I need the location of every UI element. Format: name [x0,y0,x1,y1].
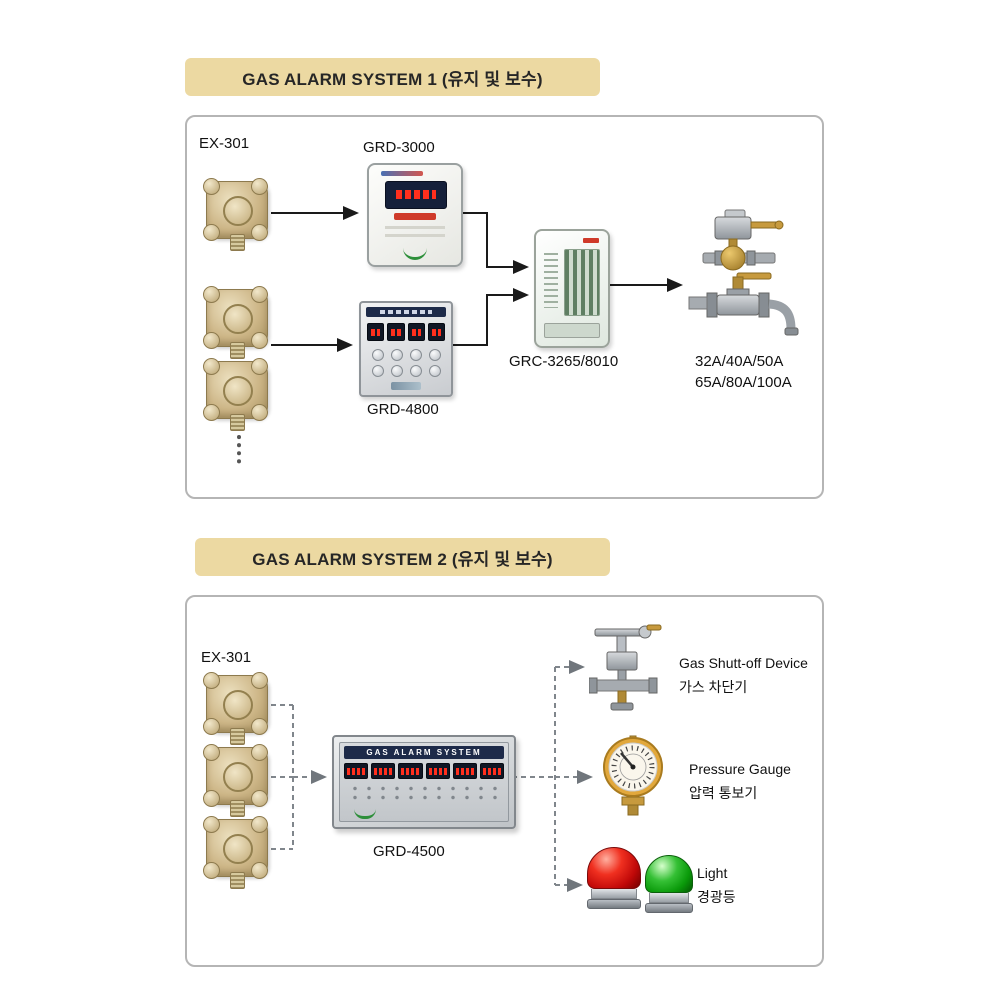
sensor-window [223,196,253,226]
shutoff-label-ko: 가스 차단기 [679,679,748,695]
bolt-icon [251,718,268,735]
valve-size-line-2: 65A/80A/100A [695,374,792,391]
sensor-window [223,304,253,334]
bolt-icon [203,224,220,241]
text-rows [544,253,558,308]
light-label-ko: 경광등 [697,889,736,905]
sensor-window [223,690,253,720]
bolt-icon [251,404,268,421]
system1-frame: EX-301 GRD-3000 [185,115,824,499]
detector-label: EX-301 [201,649,252,666]
grd3000-label: GRD-3000 [363,139,435,156]
bolt-icon [203,358,220,375]
sensor-window [223,762,253,792]
valve-size-list: 32A/40A/50A 65A/80A/100A [695,351,792,393]
beacon-flange [645,903,693,913]
red-label-strip [583,238,599,243]
led-windows [367,323,445,341]
shutoff-valves-illustration [688,209,799,336]
gauge-label-ko: 압력 통보기 [689,785,758,801]
terminal-base [544,323,600,338]
system2-title-banner: GAS ALARM SYSTEM 2 (유지 및 보수) [195,538,610,576]
grd-4800-controller [359,301,453,397]
bolt-icon [203,286,220,303]
text-rows [385,226,445,242]
detector-label: EX-301 [199,135,250,152]
threaded-fitting [230,342,245,359]
red-label-strip [394,213,436,220]
red-beacon-light [587,847,641,909]
bolt-icon [251,332,268,349]
system1-title-banner: GAS ALARM SYSTEM 1 (유지 및 보수) [185,58,600,96]
red-dome [587,847,641,889]
valve-size-line-1: 32A/40A/50A [695,353,784,370]
pressure-gauge-illustration [603,735,663,816]
shutoff-label-en: Gas Shutt-off Device [679,655,808,671]
grc-receiver-unit [534,229,610,348]
led-display [385,181,447,209]
grd-4500-panel: GAS ALARM SYSTEM [332,735,516,829]
system2-frame: EX-301 GAS ALARM SYSTEM [185,595,824,967]
bolt-icon [251,790,268,807]
gas-detector [203,672,269,745]
beacon-base [649,893,689,903]
button-grid [371,349,441,377]
grd4500-label: GRD-4500 [373,843,445,860]
bolt-icon [203,790,220,807]
bolt-icon [251,744,268,761]
bolt-icon [203,404,220,421]
button-grid [348,784,500,804]
grd-3000-controller [367,163,463,267]
grc-label: GRC-3265/8010 [509,353,619,370]
bolt-icon [203,672,220,689]
bolt-icon [251,862,268,879]
threaded-fitting [230,234,245,251]
beacon-flange [587,899,641,909]
bolt-icon [203,816,220,833]
bolt-icon [251,816,268,833]
green-logo-icon [354,809,376,819]
gas-shutoff-device-illustration [589,624,662,711]
panel-title: GAS ALARM SYSTEM [344,746,504,759]
grd4800-label: GRD-4800 [367,401,439,418]
bolt-icon [251,286,268,303]
panel-header-strip [366,307,446,317]
bolt-icon [251,672,268,689]
threaded-fitting [230,414,245,431]
gauge-label-en: Pressure Gauge [689,761,791,777]
green-beacon-light [645,855,693,913]
bolt-icon [203,862,220,879]
light-label-en: Light [697,865,728,881]
bolt-icon [251,178,268,195]
bolt-icon [203,178,220,195]
louver-vent [564,249,600,316]
system2-title: GAS ALARM SYSTEM 2 (유지 및 보수) [252,549,553,569]
beacon-lights [587,847,699,919]
green-logo-icon [403,247,427,260]
gas-detector [203,358,269,431]
gas-detector [203,744,269,817]
bolt-icon [203,718,220,735]
sensor-window [223,376,253,406]
green-dome [645,855,693,893]
sensor-window [223,834,253,864]
brand-logo [391,382,421,390]
led-windows [344,763,505,779]
gas-detector [203,816,269,889]
threaded-fitting [230,800,245,817]
bolt-icon [251,224,268,241]
brand-logo [381,171,423,176]
gas-detector [203,178,269,251]
bolt-icon [203,744,220,761]
beacon-base [591,889,637,899]
bolt-icon [251,358,268,375]
bolt-icon [203,332,220,349]
threaded-fitting [230,872,245,889]
panel-face: GAS ALARM SYSTEM [339,742,509,822]
threaded-fitting [230,728,245,745]
gas-detector [203,286,269,359]
system1-title: GAS ALARM SYSTEM 1 (유지 및 보수) [242,69,543,89]
